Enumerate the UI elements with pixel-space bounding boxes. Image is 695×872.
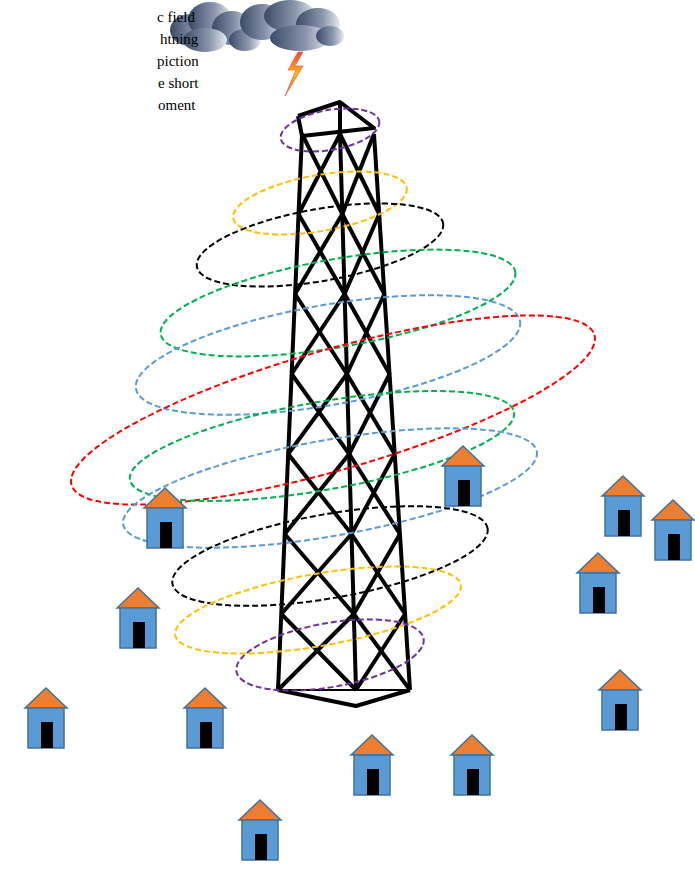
caption-fragment: c field <box>157 10 195 25</box>
house <box>599 670 641 730</box>
lattice-tower <box>278 102 410 706</box>
house <box>184 688 226 748</box>
caption-fragment: e short <box>158 76 198 91</box>
house <box>577 553 619 613</box>
house <box>25 688 67 748</box>
caption-fragment: oment <box>158 98 196 113</box>
caption-fragment: piction <box>157 54 199 69</box>
caption-fragment: htning <box>160 32 198 47</box>
house <box>451 735 493 795</box>
house <box>239 800 281 860</box>
lightning-bolt <box>285 52 303 96</box>
house <box>117 588 159 648</box>
house <box>442 446 484 506</box>
houses <box>25 446 694 860</box>
house <box>351 735 393 795</box>
house <box>602 476 644 536</box>
magnetic-field-rings <box>55 102 611 703</box>
house <box>144 488 186 548</box>
house <box>652 500 694 560</box>
